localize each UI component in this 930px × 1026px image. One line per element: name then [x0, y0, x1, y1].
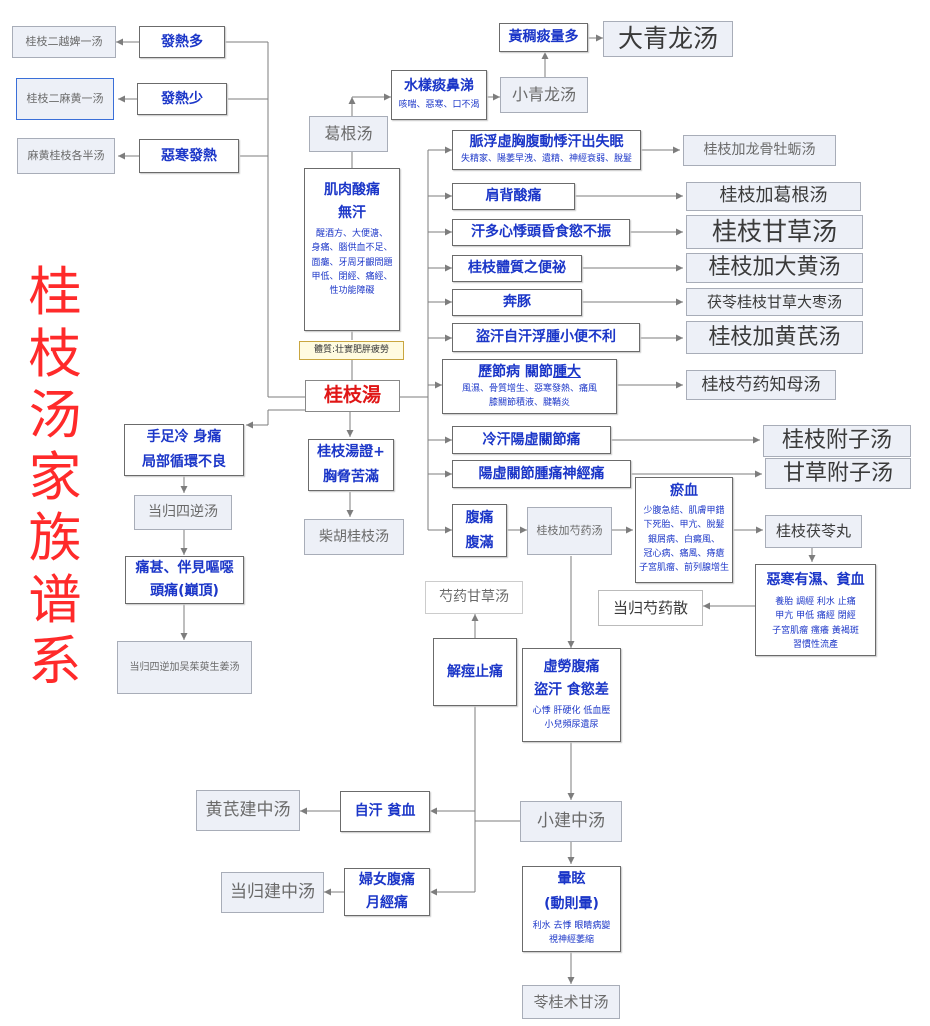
- formula-guizhi-er-mahuang-yi: 桂枝二麻黄一汤: [16, 78, 114, 120]
- formula-guizhi-jia-longgu-muli: 桂枝加龙骨牡蛎汤: [683, 135, 836, 166]
- formula-linggui-zhugan: 苓桂术甘汤: [522, 985, 620, 1019]
- symptom-sweating-palpitation: 汗多心悸頭昏食慾不振: [452, 219, 630, 246]
- formula-shaoyao-gancao: 芍药甘草汤: [425, 581, 523, 614]
- symptom-severe-pain-vomit: 痛甚、伴見嘔噁 頭痛(巔頂): [125, 556, 244, 604]
- formula-da-qinglong-tang: 大青龙汤: [603, 21, 733, 57]
- symptom-palpitation-insomnia: 脈浮虛胸腹動悸汗出失眠 失精家、陽萎早洩、遺精、神經衰弱、脫髮: [452, 130, 641, 170]
- symptom-fever-less: 發熱少: [137, 83, 227, 115]
- formula-gancao-fuzi: 甘草附子汤: [765, 458, 911, 489]
- formula-danggui-jianzhong: 当归建中汤: [221, 872, 324, 913]
- symptom-cold-limbs: 手足冷 身痛 局部循環不良: [124, 424, 244, 476]
- formula-huangqi-jianzhong: 黄芪建中汤: [196, 790, 300, 831]
- formula-danggui-sini: 当归四逆汤: [134, 495, 232, 530]
- symptom-blood-stasis: 瘀血 少腹急結、肌膚甲錯 下死胎、甲亢、脫髮 銀屑病、白癜風、 冠心病、痛風、痔…: [635, 477, 733, 583]
- formula-chaihu-guizhi: 柴胡桂枝汤: [304, 519, 404, 555]
- symptom-night-sweat-edema: 盜汗自汗浮腫小便不利: [452, 323, 640, 352]
- formula-guizhi-fuling-wan: 桂枝茯苓丸: [765, 515, 862, 548]
- formula-guizhi-er-yuebi-yi: 桂枝二越婢一汤: [12, 26, 116, 58]
- main-formula-guizhi-tang: 桂枝湯: [305, 380, 400, 412]
- formula-guizhi-fuzi: 桂枝附子汤: [763, 425, 911, 457]
- symptom-joint-swelling: 歷節病 關節腫大 風濕、骨質增生、惡寒發熱、痛風 膝關節積液、腱鞘炎: [442, 359, 617, 414]
- symptom-cold-sweat-joint-pain: 冷汗陽虛關節痛: [452, 426, 611, 454]
- symptom-spasm-pain: 解痙止痛: [433, 638, 517, 706]
- symptom-yang-deficiency-swelling: 陽虛關節腫痛神經痛: [452, 460, 631, 488]
- symptom-constipation: 桂枝體質之便祕: [452, 255, 582, 282]
- formula-guizhi-jia-shaoyao: 桂枝加芍药汤: [527, 507, 612, 555]
- symptom-women-abdominal-pain: 婦女腹痛 月經痛: [344, 868, 430, 916]
- formula-gegen-tang: 葛根汤: [309, 116, 388, 152]
- formula-guizhi-jia-huangqi: 桂枝加黄芪汤: [686, 321, 863, 354]
- formula-xiao-jianzhong: 小建中汤: [520, 801, 622, 842]
- formula-mahuang-guizhi-gebanhui: 麻黄桂枝各半汤: [17, 138, 115, 174]
- page-title: 桂枝汤家族谱系: [28, 262, 82, 692]
- constitution-tag: 體質:壮實肥胖疲勞: [299, 341, 404, 360]
- symptom-dizziness: 暈眩 (動則暈) 利水 去悸 眼睛病變 視神經萎縮: [522, 866, 621, 952]
- formula-fuling-guizhi-gancao-dazao: 茯苓桂枝甘草大枣汤: [686, 288, 863, 316]
- symptom-chills-dampness-anemia: 惡寒有濕、貧血 養胎 調經 利水 止痛 甲亢 甲低 痛經 閉經 子宮肌瘤 瘙癢 …: [755, 564, 876, 656]
- symptom-deficiency-abdominal-pain: 虛勞腹痛 盜汗 食慾差 心悸 肝硬化 低血壓 小兒頻尿遺尿: [522, 648, 621, 742]
- symptom-fever-more: 發熱多: [139, 26, 225, 58]
- symptom-watery-phlegm: 水樣痰鼻涕 咳喘、惡寒、口不渴: [391, 70, 487, 120]
- formula-guizhi-shaoyao-zhimu: 桂枝芍药知母汤: [686, 370, 836, 400]
- formula-guizhi-gancao: 桂枝甘草汤: [686, 215, 863, 249]
- symptom-chaihu-sign: 桂枝湯證+ 胸脅苦滿: [308, 439, 394, 491]
- symptom-shoulder-back-ache: 肩背酸痛: [452, 183, 575, 210]
- symptom-muscle-ache: 肌肉酸痛 無汗 醒酒方、大便溏、 身痛、腦供血不足、 面癱、牙周牙齦問題 甲低、…: [304, 168, 400, 331]
- formula-guizhi-jia-dahuang: 桂枝加大黄汤: [686, 253, 863, 283]
- formula-guizhi-jia-gegen: 桂枝加葛根汤: [686, 182, 861, 211]
- symptom-spontaneous-sweat-anemia: 自汗 貧血: [340, 791, 430, 832]
- formula-xiao-qinglong-tang: 小青龙汤: [500, 77, 588, 113]
- formula-danggui-shaoyao-san: 当归芍药散: [598, 590, 703, 626]
- symptom-chills-fever: 惡寒發熱: [139, 139, 239, 173]
- symptom-running-piglet: 奔豚: [452, 289, 582, 316]
- formula-danggui-sini-wuzhuyu-shengjiang: 当归四逆加吴茱萸生姜汤: [117, 641, 252, 694]
- symptom-abdominal-pain: 腹痛 腹滿: [452, 504, 507, 557]
- symptom-yellow-phlegm: 黃稠痰量多: [499, 23, 588, 52]
